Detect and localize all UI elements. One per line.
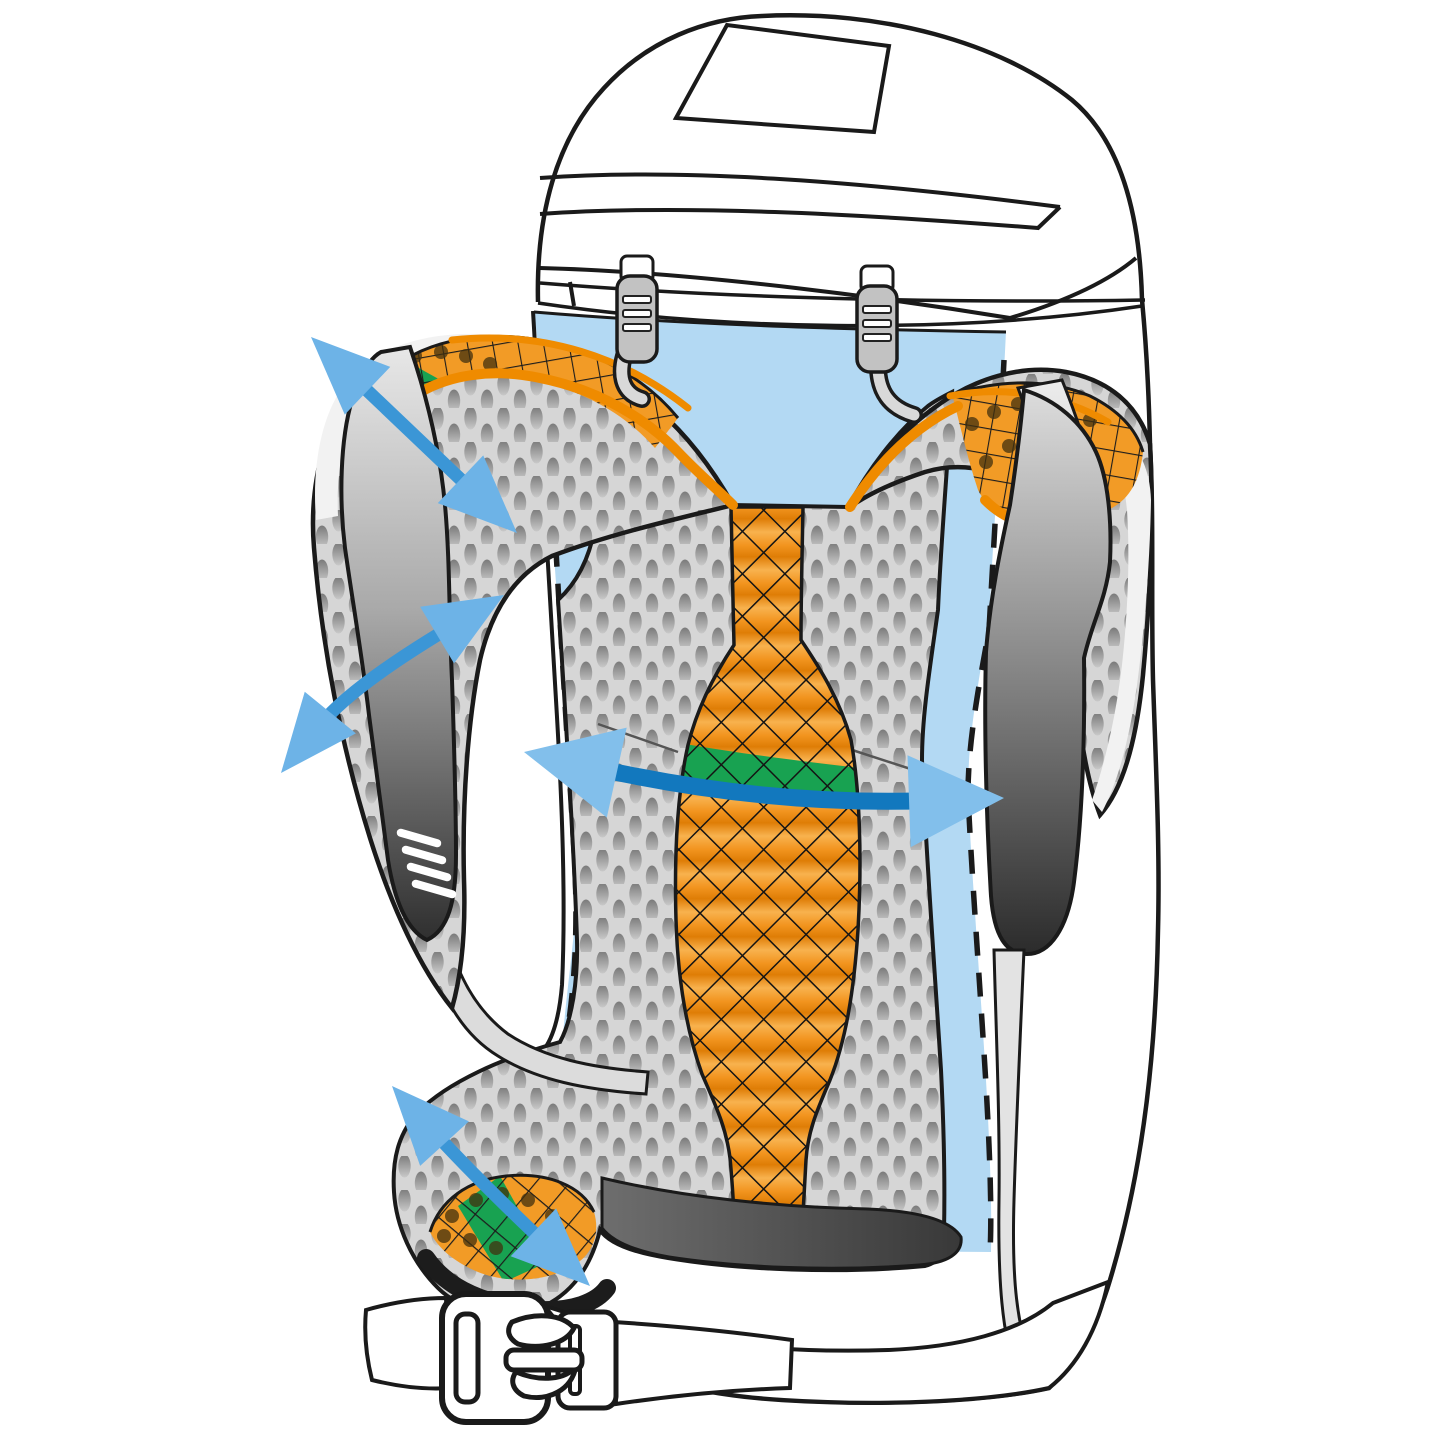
lid-stripe-upper-a — [539, 172, 1061, 209]
pad-vent-dot — [965, 417, 979, 431]
pad-vent-dot — [434, 345, 448, 359]
right-ladderlock-buckle — [855, 264, 923, 424]
hipbelt-flex-arrow — [392, 1086, 590, 1286]
lid-detail-lines — [537, 22, 1146, 328]
lumbar-airflow-arrow-head-1 — [524, 727, 627, 818]
strap-vent-arrow-head-1 — [420, 595, 504, 664]
lumbar-airflow-arrow-shaft — [596, 760, 929, 810]
shoulder-flex-arrow-shaft — [351, 375, 477, 495]
pad-vent-dot — [445, 1209, 459, 1223]
right-strap-piping — [845, 401, 963, 512]
top-buckles — [568, 254, 923, 424]
shoulder-flex-arrow — [311, 337, 517, 533]
hipbelt-buckle — [439, 1291, 795, 1425]
right-strap-outer-band — [1092, 432, 1151, 812]
lid-top-panel — [672, 22, 892, 135]
left-strap-webbing — [428, 924, 650, 1096]
lid-stripe-upper-b — [539, 205, 1062, 231]
strap-vent-arrow — [281, 595, 504, 773]
pad-vent-dot — [469, 1193, 483, 1207]
pad-vent-dot — [1002, 439, 1016, 453]
buckle-prong-upper — [506, 1313, 577, 1349]
hipbelt-flex-arrow-head-2 — [510, 1208, 590, 1286]
frame-dashed-right — [965, 359, 1007, 1253]
buckle-webbing-right — [611, 1319, 795, 1407]
lid-stripe-lower — [539, 256, 1138, 321]
pad-vent-dot — [521, 1193, 535, 1207]
shoulder-flex-arrow-head-2 — [437, 455, 517, 533]
shoulder-flex-arrow-head-1 — [311, 337, 391, 415]
buckle-center-bar — [503, 1347, 585, 1373]
pad-vent-dot — [979, 455, 993, 469]
panel-top-edge — [533, 310, 1007, 334]
airflow-arrows — [281, 337, 1004, 1286]
strap-vent-arrow-head-2 — [281, 691, 356, 773]
left-belt-webbing — [363, 1295, 453, 1391]
pad-vent-dot — [489, 1241, 503, 1255]
right-shoulder-strap — [845, 367, 1154, 957]
lumbar-airflow-arrow-head-2 — [907, 755, 1004, 848]
pad-vent-dot — [437, 1229, 451, 1243]
left-strap-ladder-slots — [396, 828, 457, 899]
lumbar-airflow-arrow — [524, 727, 1004, 848]
pad-vent-dot — [987, 405, 1001, 419]
hipbelt-flex-arrow-head-1 — [392, 1086, 469, 1166]
waist-band — [600, 1176, 963, 1270]
pad-vent-dot — [483, 357, 497, 371]
lid-gap-tick — [568, 281, 576, 307]
buckle-slot — [453, 1311, 481, 1405]
buckle-prong-lower — [510, 1364, 579, 1400]
pad-vent-dot — [459, 349, 473, 363]
left-ladderlock-buckle — [612, 254, 659, 408]
left-strap-front — [339, 344, 459, 943]
right-strap-front-fin — [983, 387, 1113, 957]
pad-vent-dot — [463, 1233, 477, 1247]
left-strap-piping-top — [448, 334, 692, 412]
